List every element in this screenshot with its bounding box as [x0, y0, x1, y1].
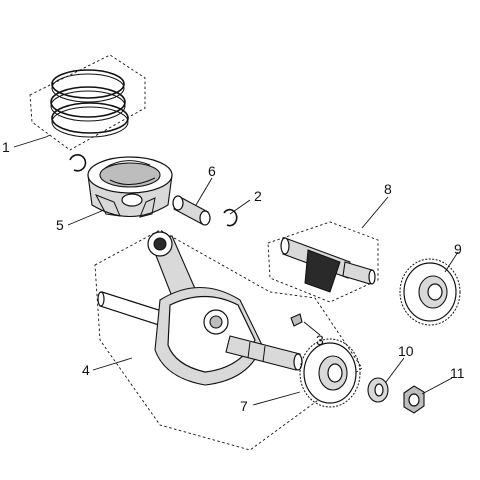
balancer-gear [399, 258, 461, 326]
washer [367, 377, 389, 403]
callout-10: 10 [398, 343, 414, 359]
crankshaft-assembly-group-box [94, 229, 363, 451]
piston [87, 156, 173, 218]
callout-2: 2 [254, 188, 262, 204]
callout-8: 8 [384, 181, 392, 197]
balancer-shaft-group-box [267, 221, 379, 303]
callout-7: 7 [240, 398, 248, 414]
callout-9: 9 [454, 241, 462, 257]
callout-5: 5 [56, 217, 64, 233]
piston-circlip-left [69, 154, 87, 172]
nut [403, 385, 425, 414]
piston-rings [50, 69, 129, 138]
balancer-shaft [280, 237, 376, 293]
callout-11: 11 [450, 365, 465, 381]
callout-3: 3 [316, 332, 324, 348]
leader-lines [13, 134, 459, 406]
woodruff-key [290, 313, 303, 327]
piston-pin [172, 195, 211, 226]
callout-6: 6 [208, 163, 216, 179]
crankshaft-gear [299, 338, 361, 408]
callout-1: 1 [2, 139, 10, 155]
callout-4: 4 [82, 362, 90, 378]
piston-pin-circlip [223, 208, 238, 227]
crankshaft-connecting-rod [97, 231, 303, 386]
piston-ring-set-group-box [29, 54, 146, 151]
